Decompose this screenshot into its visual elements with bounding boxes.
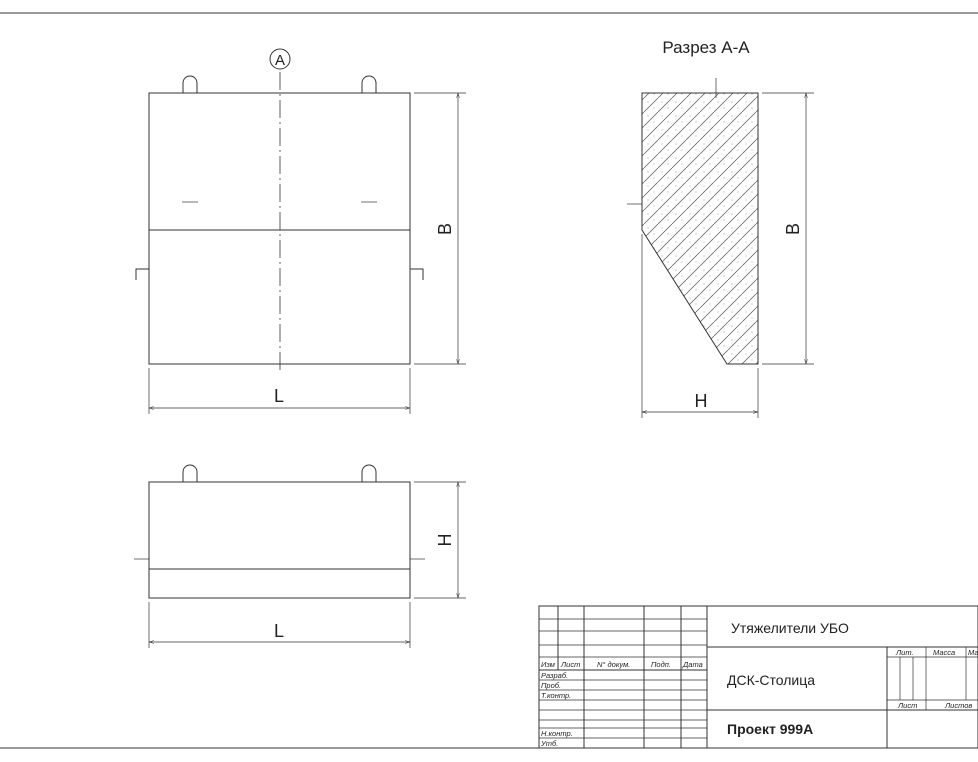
top-dimension-label-height: H xyxy=(435,534,455,547)
top-lifting-loop-right xyxy=(361,464,377,482)
tb-scale-label: Ма xyxy=(968,648,978,657)
section-dimension-label-width: B xyxy=(783,223,803,235)
dimension-label-width: B xyxy=(435,223,455,235)
section-outline xyxy=(641,92,759,365)
lifting-loop-left xyxy=(182,75,198,93)
top-lifting-loop-left xyxy=(182,464,198,482)
section-marker-circle xyxy=(269,48,291,70)
section-dimension-label-height: H xyxy=(695,391,708,411)
tb-mass-label: Масса xyxy=(933,648,955,657)
front-view: A L B xyxy=(135,48,466,414)
tb-sheet-label: Лист xyxy=(897,701,917,710)
tb-project: Проект 999А xyxy=(727,721,813,737)
section-title: Разрез А-А xyxy=(662,38,750,57)
tb-col-doc: N° докум. xyxy=(597,660,630,669)
front-body-outline xyxy=(148,92,411,365)
dimension-label-length: L xyxy=(274,386,284,406)
title-block: Изм Лист N° докум. Подп. Дата Разраб. Пр… xyxy=(538,605,978,749)
tb-col-izm: Изм xyxy=(541,660,555,669)
tb-sheets-label: Листов xyxy=(944,701,972,710)
top-body-outline xyxy=(148,481,411,599)
tb-row-tkontr: Т.контр. xyxy=(541,691,571,700)
section-marker-label: A xyxy=(275,52,285,69)
top-view: L H xyxy=(134,464,466,648)
tb-row-nkontr: Н.контр. xyxy=(541,729,573,738)
tb-col-list: Лист xyxy=(560,660,580,669)
tb-product-name: Утяжелители УБО xyxy=(731,620,849,636)
drawing-frame xyxy=(0,12,978,749)
tb-row-utb: Утб. xyxy=(540,739,558,748)
side-hook-right xyxy=(410,268,424,280)
side-hook-left xyxy=(135,268,149,280)
section-hatch xyxy=(642,93,758,364)
tb-col-date: Дата xyxy=(682,660,703,669)
section-view: Разрез А-А H B xyxy=(627,38,814,418)
top-dimension-label-length: L xyxy=(274,621,284,641)
lifting-loop-right xyxy=(361,75,377,93)
tb-col-sign: Подп. xyxy=(651,660,671,669)
tb-row-prob: Проб. xyxy=(541,681,561,690)
tb-lit-label: Лит. xyxy=(895,648,914,657)
tb-organization: ДСК-Столица xyxy=(727,672,815,688)
tb-row-razrab: Разраб. xyxy=(541,671,568,680)
